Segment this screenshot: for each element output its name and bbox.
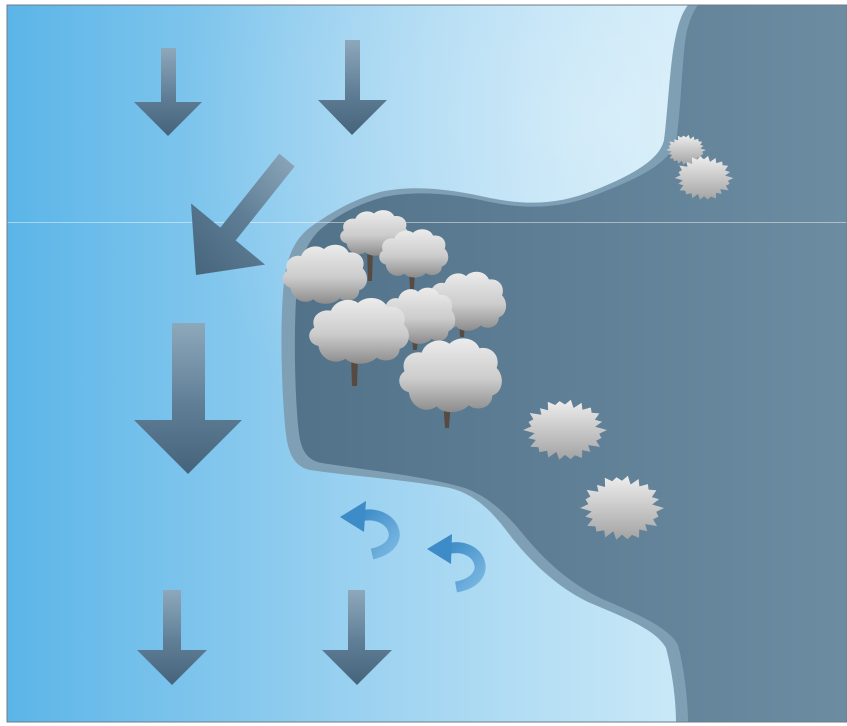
illustration-area <box>7 5 847 722</box>
